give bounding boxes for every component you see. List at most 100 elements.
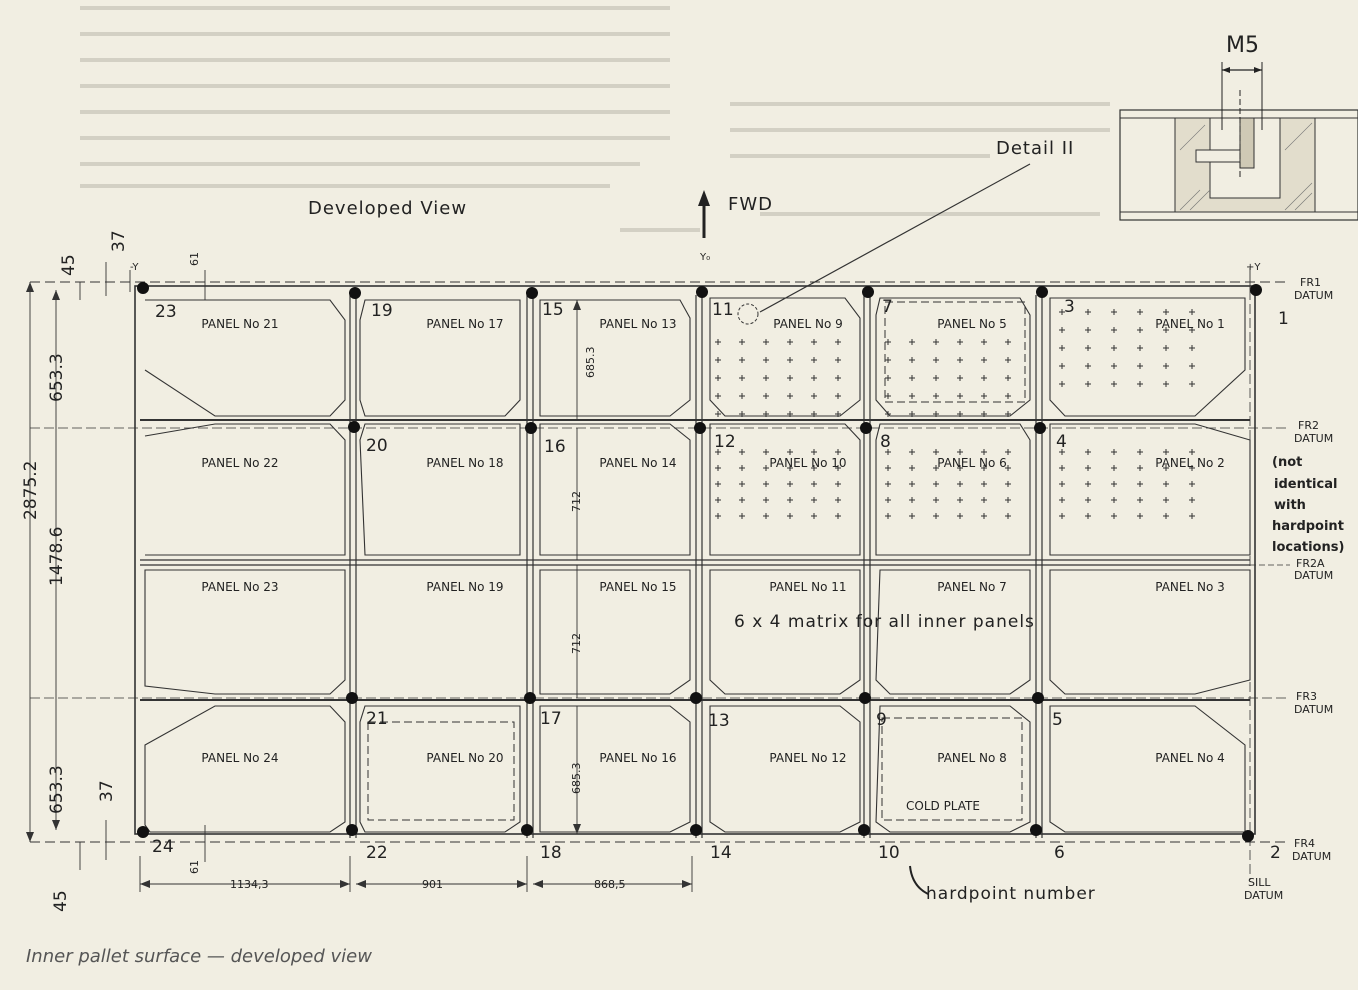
panel-label: PANEL No 18 bbox=[426, 456, 503, 470]
hardpoint-number: 19 bbox=[371, 301, 393, 321]
dim-45-top: 45 bbox=[59, 254, 79, 276]
dimension-lines bbox=[29, 262, 1251, 892]
hardpoint-dot bbox=[346, 692, 358, 704]
insert-cross bbox=[1111, 381, 1117, 387]
panel-label: PANEL No 24 bbox=[201, 751, 278, 765]
cold-plate-label: COLD PLATE bbox=[906, 799, 980, 813]
insert-cross bbox=[1059, 345, 1065, 351]
fwd-label: FWD bbox=[728, 194, 773, 215]
insert-cross bbox=[739, 393, 745, 399]
insert-cross bbox=[1059, 513, 1065, 519]
insert-cross bbox=[763, 375, 769, 381]
insert-cross bbox=[1059, 497, 1065, 503]
figure-caption: Inner pallet surface — developed view bbox=[26, 946, 372, 967]
hardpoint-number: 8 bbox=[880, 432, 891, 452]
insert-cross bbox=[1059, 449, 1065, 455]
insert-cross bbox=[1137, 345, 1143, 351]
insert-cross bbox=[909, 481, 915, 487]
insert-cross bbox=[1085, 327, 1091, 333]
dim-2875: 2875.2 bbox=[21, 461, 41, 520]
hardpoint-number: 13 bbox=[708, 711, 730, 731]
insert-cross bbox=[885, 465, 891, 471]
insert-cross bbox=[1085, 363, 1091, 369]
note-line-1: (not bbox=[1272, 455, 1302, 470]
insert-cross bbox=[885, 393, 891, 399]
insert-cross bbox=[909, 357, 915, 363]
insert-cross bbox=[811, 357, 817, 363]
insert-cross bbox=[1059, 363, 1065, 369]
hardpoint-number: 12 bbox=[714, 432, 736, 452]
insert-cross bbox=[715, 375, 721, 381]
insert-cross bbox=[1005, 375, 1011, 381]
insert-cross bbox=[739, 339, 745, 345]
insert-cross bbox=[981, 411, 987, 417]
insert-cross bbox=[835, 481, 841, 487]
hardpoint-dot bbox=[348, 421, 360, 433]
insert-cross bbox=[957, 497, 963, 503]
insert-cross bbox=[981, 449, 987, 455]
insert-cross bbox=[885, 513, 891, 519]
insert-cross bbox=[787, 339, 793, 345]
insert-cross bbox=[1059, 309, 1065, 315]
hardpoint-dot bbox=[1036, 286, 1048, 298]
insert-cross bbox=[1085, 497, 1091, 503]
insert-cross bbox=[739, 375, 745, 381]
insert-cross bbox=[933, 465, 939, 471]
insert-cross bbox=[787, 411, 793, 417]
note-line-5: locations) bbox=[1272, 540, 1344, 555]
dim-901: 901 bbox=[422, 878, 443, 891]
panel-label: PANEL No 20 bbox=[426, 751, 503, 765]
dim-61-top: 61 bbox=[188, 252, 201, 266]
insert-cross bbox=[1137, 497, 1143, 503]
insert-cross bbox=[933, 393, 939, 399]
insert-cross bbox=[1111, 481, 1117, 487]
note-line-2: identical bbox=[1274, 477, 1337, 492]
hardpoint-number: 11 bbox=[712, 300, 734, 320]
hardpoint-dot bbox=[860, 422, 872, 434]
insert-cross bbox=[1059, 381, 1065, 387]
insert-cross bbox=[909, 513, 915, 519]
hardpoint-number: 5 bbox=[1052, 710, 1063, 730]
insert-cross bbox=[763, 357, 769, 363]
insert-cross bbox=[1137, 309, 1143, 315]
insert-cross bbox=[957, 393, 963, 399]
insert-cross bbox=[1137, 513, 1143, 519]
insert-cross bbox=[1189, 513, 1195, 519]
panel-label: PANEL No 15 bbox=[599, 580, 676, 594]
dim-45-bottom: 45 bbox=[51, 890, 71, 912]
dim-685-top: 685.3 bbox=[584, 347, 597, 379]
insert-cross bbox=[787, 513, 793, 519]
hardpoint-dot bbox=[690, 692, 702, 704]
insert-cross bbox=[1189, 497, 1195, 503]
insert-cross bbox=[1005, 465, 1011, 471]
insert-cross bbox=[1189, 345, 1195, 351]
insert-cross bbox=[763, 393, 769, 399]
insert-cross bbox=[1137, 481, 1143, 487]
insert-cross bbox=[1189, 309, 1195, 315]
hardpoint-dot bbox=[1032, 692, 1044, 704]
insert-cross bbox=[739, 411, 745, 417]
hardpoint-number: 21 bbox=[366, 709, 388, 729]
fr2-label: FR2 bbox=[1298, 419, 1319, 432]
sill-label: SILL bbox=[1248, 876, 1271, 889]
insert-cross bbox=[885, 357, 891, 363]
hardpoint-number: 14 bbox=[710, 843, 732, 863]
insert-cross bbox=[1137, 465, 1143, 471]
hardpoint-number: 6 bbox=[1054, 843, 1065, 863]
insert-cross bbox=[1085, 381, 1091, 387]
insert-cross bbox=[811, 411, 817, 417]
insert-cross bbox=[909, 497, 915, 503]
hardpoint-number: 23 bbox=[155, 302, 177, 322]
detail-marker bbox=[737, 303, 759, 325]
insert-cross bbox=[1005, 449, 1011, 455]
insert-cross bbox=[787, 357, 793, 363]
dimension-arrows bbox=[26, 282, 692, 888]
not-identical-note: (not identical with hardpoint locations) bbox=[1272, 455, 1344, 555]
hardpoint-number: 17 bbox=[540, 709, 562, 729]
dim-712-a: 712 bbox=[570, 491, 583, 512]
insert-cross bbox=[957, 449, 963, 455]
minus-y-mark: -Y bbox=[130, 262, 139, 273]
insert-cross bbox=[957, 375, 963, 381]
insert-cross bbox=[763, 513, 769, 519]
